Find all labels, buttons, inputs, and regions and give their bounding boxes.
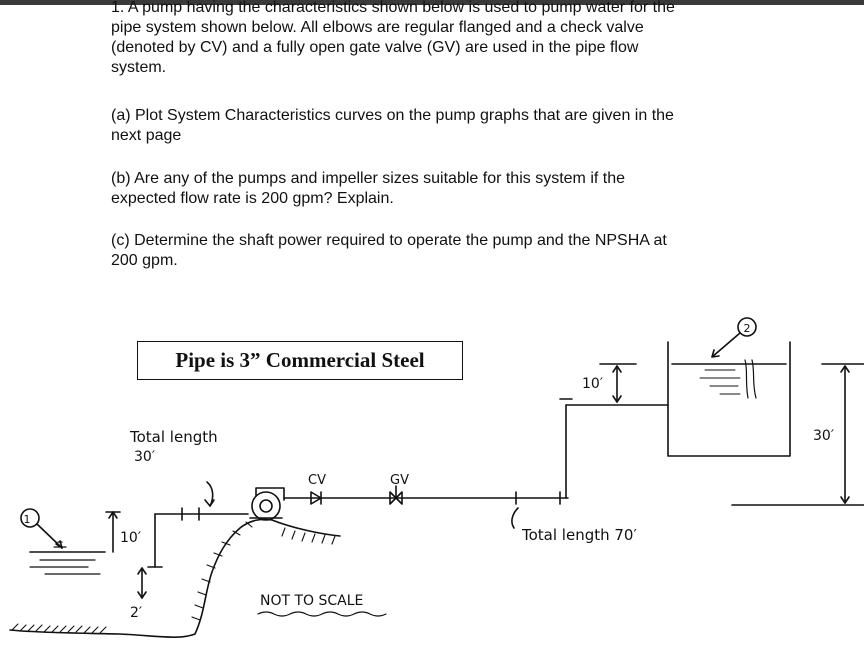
dim-left-2-label: 2′ bbox=[130, 605, 142, 621]
point-2-marker bbox=[711, 317, 757, 358]
part-b-text: (b) Are any of the pumps and impeller si… bbox=[111, 170, 626, 207]
total-length-right-label: Total length 70′ bbox=[521, 526, 637, 544]
right-dimension bbox=[731, 363, 864, 506]
gv-label: GV bbox=[390, 473, 409, 488]
point-1-label: 1 bbox=[24, 513, 31, 526]
check-valve bbox=[310, 491, 322, 505]
ground-bank bbox=[9, 518, 341, 638]
cv-label: CV bbox=[308, 473, 326, 488]
total-length-left-label: Total length bbox=[129, 428, 218, 446]
pipe-spec-box: Pipe is 3” Commercial Steel bbox=[137, 341, 463, 380]
dim-left-10-label: 10′ bbox=[120, 530, 141, 546]
upper-tank bbox=[667, 341, 791, 457]
part-c-text: (c) Determine the shaft power required t… bbox=[111, 232, 667, 269]
point-1-marker bbox=[20, 508, 63, 549]
not-to-scale-underline bbox=[257, 611, 387, 617]
pump bbox=[249, 487, 285, 521]
total-length-right-leader bbox=[511, 507, 519, 529]
dim-right-30-label: 30′ bbox=[813, 428, 834, 444]
total-length-left-value: 30′ bbox=[134, 449, 155, 465]
suction-pipe bbox=[147, 481, 249, 568]
gate-valve bbox=[389, 485, 403, 505]
not-to-scale-label: NOT TO SCALE bbox=[260, 593, 363, 609]
pipe-spec-label: Pipe is 3” Commercial Steel bbox=[175, 348, 425, 372]
dim-top-10-label: 10′ bbox=[582, 376, 603, 392]
discharge-pipe bbox=[283, 398, 669, 505]
lower-reservoir-water bbox=[29, 541, 106, 575]
problem-statement: 1. A pump having the characteristics sho… bbox=[111, 0, 675, 76]
top-border bbox=[0, 0, 864, 5]
point-2-label: 2 bbox=[744, 322, 751, 335]
left-dimensions bbox=[105, 511, 147, 599]
part-a-text: (a) Plot System Characteristics curves o… bbox=[111, 107, 674, 144]
top-dimension bbox=[599, 363, 637, 403]
